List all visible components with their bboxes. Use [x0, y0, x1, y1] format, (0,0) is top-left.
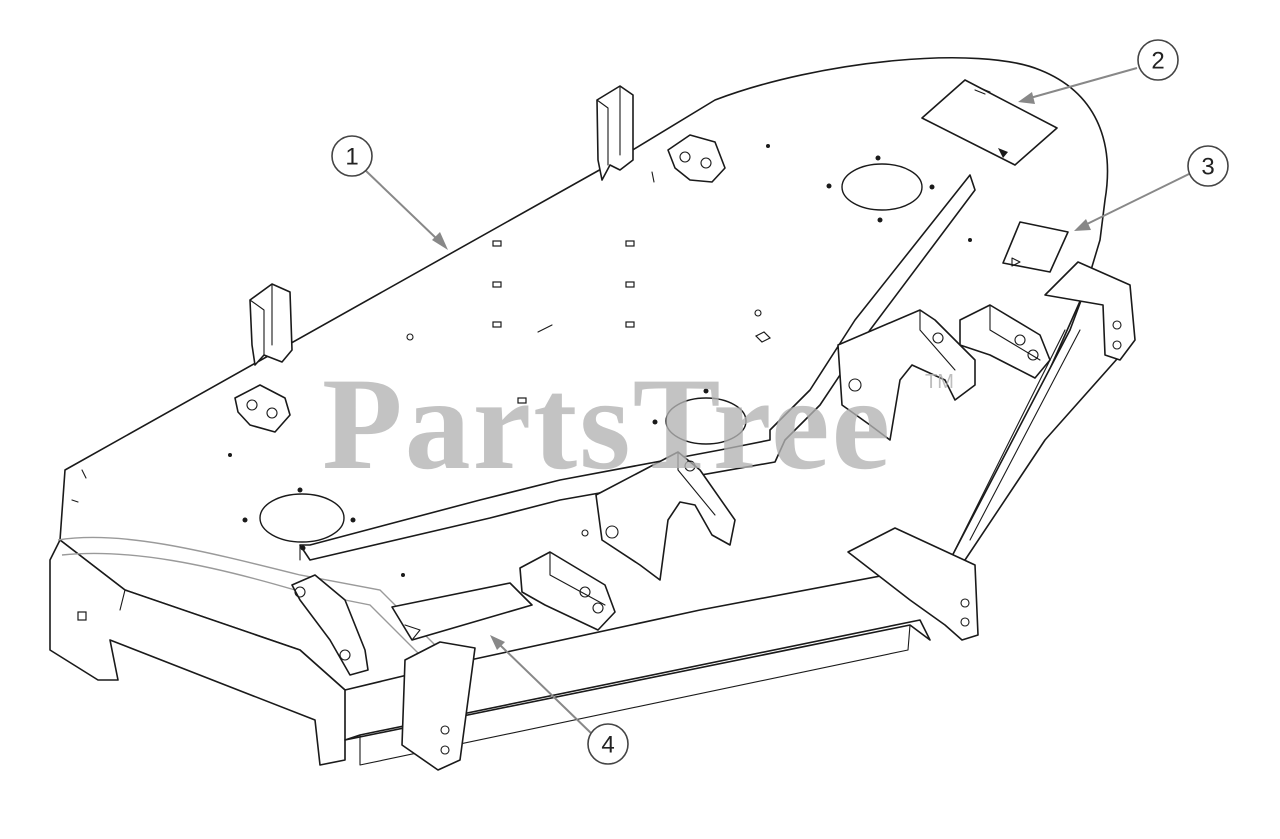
callout-1[interactable]: 1	[331, 135, 448, 250]
hanger-bracket-top-small	[667, 134, 726, 183]
hanger-bracket-u-center	[595, 451, 736, 581]
hanger-bracket-u-right	[837, 309, 976, 441]
corner-gusset-front-right	[847, 527, 979, 641]
callout-2[interactable]: 2	[1018, 39, 1179, 104]
deck-baffle-left	[249, 283, 293, 366]
spindle-hole-center	[652, 388, 747, 445]
spindle-hole-left	[242, 487, 356, 551]
callout-3-label: 3	[1201, 154, 1214, 181]
spindle-hole-right	[826, 155, 935, 223]
deck-slots	[228, 144, 972, 577]
decal-front	[391, 582, 533, 641]
deck-baffle-right	[596, 85, 634, 181]
callout-4-label: 4	[601, 732, 614, 759]
corner-gusset-right	[1044, 261, 1136, 361]
watermark-trademark: TM	[925, 371, 954, 393]
decal-rear	[921, 79, 1058, 166]
front-hitch-bracket	[291, 574, 369, 676]
hanger-bracket-left-small	[234, 384, 291, 433]
roller-bracket-right	[959, 304, 1051, 379]
callout-2-label: 2	[1151, 48, 1164, 75]
callout-1-label: 1	[345, 144, 358, 171]
decal-right	[1002, 221, 1069, 273]
callout-3[interactable]: 3	[1074, 145, 1229, 231]
callout-4[interactable]: 4	[490, 635, 629, 765]
front-skirt-detail	[71, 469, 126, 621]
watermark-text: PartsTree	[322, 350, 892, 497]
corner-gusset-front	[401, 641, 476, 771]
roller-bracket-front	[519, 551, 616, 631]
